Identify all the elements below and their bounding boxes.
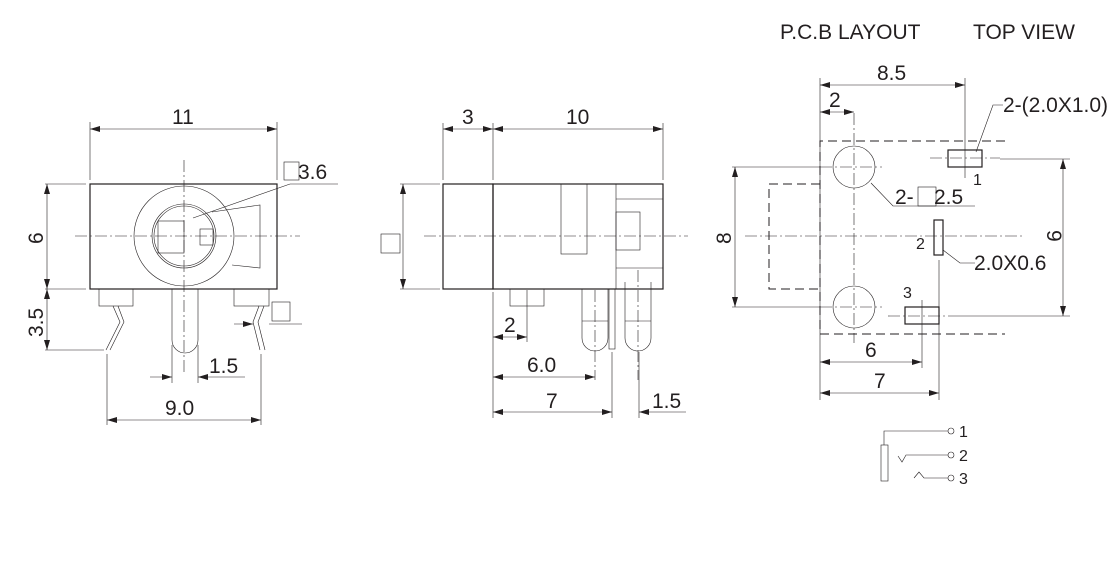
schematic-pin-1: 1 <box>959 424 968 441</box>
slot-note: 2-(2.0X1.0) <box>1003 94 1108 117</box>
dim-pin-width: 1.5 <box>209 355 238 378</box>
dim-pin-length: 3.5 <box>25 308 48 337</box>
hole-note: 2- <box>895 186 914 209</box>
front-view: 11 3.6 6 3.5 1.5 9.0 <box>25 106 338 425</box>
dim-front: 3 <box>462 106 474 129</box>
dim-width: 11 <box>172 106 194 129</box>
dim-pcb-width: 8.5 <box>877 62 906 85</box>
pad-2 <box>933 219 944 256</box>
dim-pad2-pos: 7 <box>874 370 886 393</box>
dim-pad3-pos: 6 <box>865 339 877 362</box>
dim-pin-pos-1: 6.0 <box>527 354 556 377</box>
schematic-pin-3: 3 <box>959 471 968 488</box>
dim-pad-spacing: 9 <box>1042 230 1065 242</box>
dim-stub: 2 <box>504 314 516 337</box>
schematic-pin-2: 2 <box>959 448 968 465</box>
dim-hole-spacing: 8 <box>713 232 736 244</box>
pcb-layout: 1 2 3 8.5 2 2-(2.0X1.0) 2- 2.5 2.0X0.6 8… <box>713 62 1108 400</box>
pad-3-label: 3 <box>903 285 912 302</box>
dim-pin-pos-2: 7 <box>546 390 558 413</box>
pcb-layout-title: P.C.B LAYOUT <box>780 21 921 44</box>
side-view: 3 10 2 6.0 7 1.5 <box>380 106 688 418</box>
dim-height: 6 <box>25 232 48 244</box>
pad-2-label: 2 <box>916 236 925 253</box>
jack-schematic: 1 2 3 <box>880 424 968 488</box>
dim-pin-width-side: 1.5 <box>652 390 681 413</box>
pad-1-label: 1 <box>973 172 982 189</box>
dim-diameter: 3.6 <box>298 161 327 184</box>
top-view-title: TOP VIEW <box>973 21 1075 44</box>
dim-hole-offset: 2 <box>829 89 841 112</box>
dim-pin-span: 9.0 <box>165 397 194 420</box>
hole-diameter: 2.5 <box>934 186 963 209</box>
slot2-note: 2.0X0.6 <box>974 252 1046 275</box>
dim-length: 10 <box>566 106 589 129</box>
